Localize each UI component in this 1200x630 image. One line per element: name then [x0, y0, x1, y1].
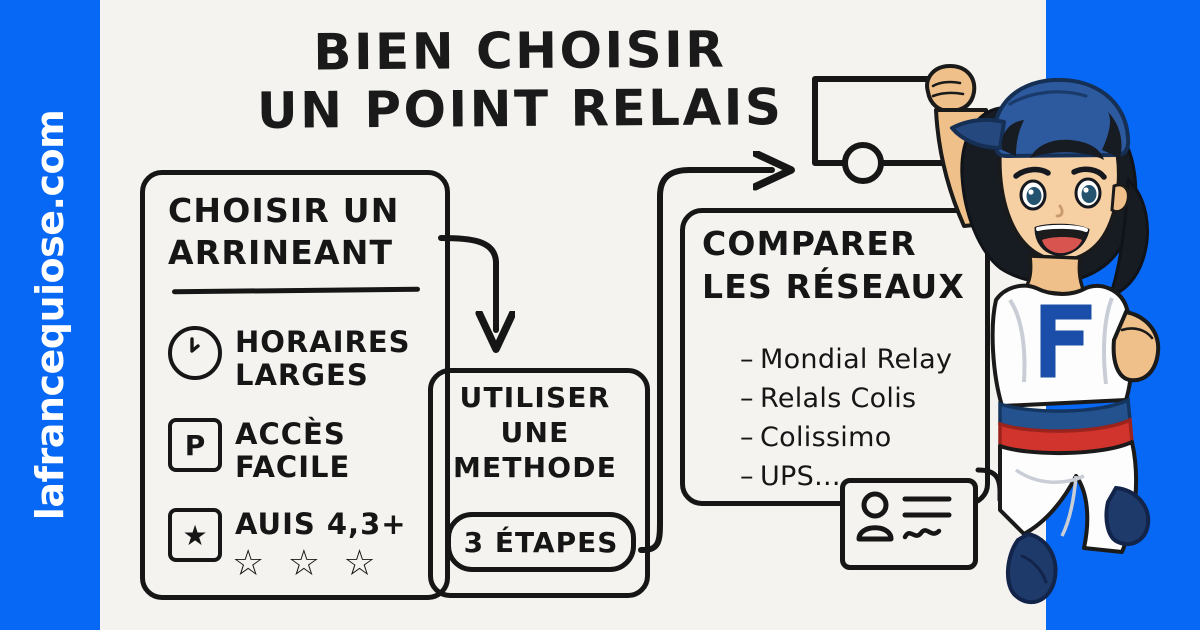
list-item: –UPS...: [740, 461, 841, 492]
title-line-1: BIEN CHOISIR: [313, 20, 727, 82]
id-card-icon: [840, 478, 978, 570]
feature-acces-line-1: ACCÈS: [235, 417, 346, 451]
card-left-heading-line-1: CHOISIR UN: [168, 191, 400, 230]
feature-avis-line-1: AUIS 4,3+: [235, 507, 407, 541]
card-middle-heading-line-1: UTILISER: [459, 381, 611, 414]
truck-wheel-icon: [842, 142, 884, 184]
card-middle-heading: UTILISER UNE METHODE: [440, 380, 630, 485]
card-left-heading: CHOISIR UN ARRINEANT: [168, 190, 428, 274]
clock-icon: [168, 326, 222, 380]
network-name: Colissimo: [760, 422, 892, 453]
card-right-heading-line-2: LES RÉSEAUX: [702, 267, 966, 306]
left-blue-panel: [0, 0, 100, 630]
list-item: –Relals Colis: [740, 383, 917, 414]
star-badge-icon: ★: [168, 508, 222, 562]
card-middle-heading-line-2: UNE: [500, 416, 570, 449]
feature-avis: ★ AUIS 4,3+: [168, 508, 407, 562]
feature-horaires-line-1: HORAIRES: [235, 325, 411, 359]
feature-avis-label: AUIS 4,3+: [235, 508, 407, 541]
network-name: Mondial Relay: [760, 344, 953, 375]
network-name: Relals Colis: [760, 383, 917, 414]
feature-horaires-label: HORAIRES LARGES: [235, 326, 411, 392]
page-title: BIEN CHOISIR UN POINT RELAIS: [160, 19, 881, 140]
parking-icon: P: [168, 418, 222, 472]
card-middle-heading-line-3: METHODE: [452, 451, 618, 484]
card-right-heading: COMPARER LES RÉSEAUX: [702, 222, 972, 308]
feature-acces: P ACCÈS FACILE: [168, 418, 350, 484]
title-line-2: UN POINT RELAIS: [256, 78, 784, 140]
network-list: –Mondial Relay –Relals Colis –Colissimo …: [700, 340, 1020, 496]
list-item: –Mondial Relay: [740, 344, 953, 375]
site-url-vertical: lafrancequiose.com: [0, 0, 100, 630]
rating-stars: ☆ ☆ ☆: [232, 543, 382, 584]
feature-acces-line-2: FACILE: [235, 450, 351, 484]
right-blue-panel: [1046, 0, 1200, 630]
steps-pill[interactable]: 3 ÉTAPES: [446, 512, 636, 572]
network-name: UPS...: [760, 461, 841, 492]
card-right-heading-line-1: COMPARER: [702, 224, 917, 263]
list-item: –Colissimo: [740, 422, 892, 453]
feature-horaires: HORAIRES LARGES: [168, 326, 411, 392]
delivery-truck-icon: [812, 76, 954, 166]
feature-horaires-line-2: LARGES: [235, 358, 369, 392]
feature-acces-label: ACCÈS FACILE: [235, 418, 350, 484]
card-utiliser-methode: [428, 368, 650, 598]
site-url-text: lafrancequiose.com: [28, 109, 72, 521]
card-left-heading-line-2: ARRINEANT: [168, 233, 394, 272]
card-comparer-reseaux: [680, 208, 990, 506]
